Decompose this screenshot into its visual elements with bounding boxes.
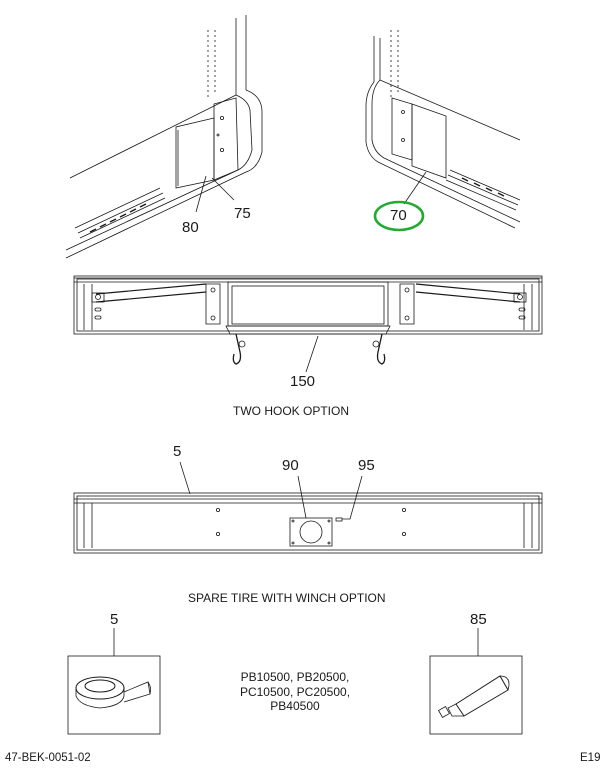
drawing-number: 47-BEK-0051-02 <box>5 752 91 764</box>
tube-box <box>429 628 523 735</box>
model-line: PC10500, PC20500, <box>239 684 351 699</box>
callout-5-bumper: 5 <box>173 443 182 460</box>
callout-70: 70 <box>390 207 407 224</box>
caption-two-hook-option: TWO HOOK OPTION <box>233 404 349 418</box>
two-hook-bumper <box>73 275 543 373</box>
callout-150: 150 <box>290 373 316 390</box>
spare-tire-bumper <box>73 461 543 554</box>
page-code: E19 <box>580 752 601 764</box>
model-list: PB10500, PB20500, PC10500, PC20500, PB40… <box>225 670 365 714</box>
callout-85: 85 <box>470 611 487 628</box>
callout-5-tape: 5 <box>110 611 119 628</box>
caption-spare-tire-option: SPARE TIRE WITH WINCH OPTION <box>188 591 386 605</box>
model-line: PB10500, PB20500, <box>240 670 350 684</box>
left-corner-view <box>65 15 263 259</box>
callout-90: 90 <box>282 457 299 474</box>
highlight-circle <box>373 200 425 232</box>
model-line: PB40500 <box>270 699 320 713</box>
callout-80: 80 <box>182 219 199 236</box>
tape-box <box>67 628 161 735</box>
callout-75: 75 <box>234 205 251 222</box>
callout-95: 95 <box>358 457 375 474</box>
right-corner-view <box>365 30 521 229</box>
